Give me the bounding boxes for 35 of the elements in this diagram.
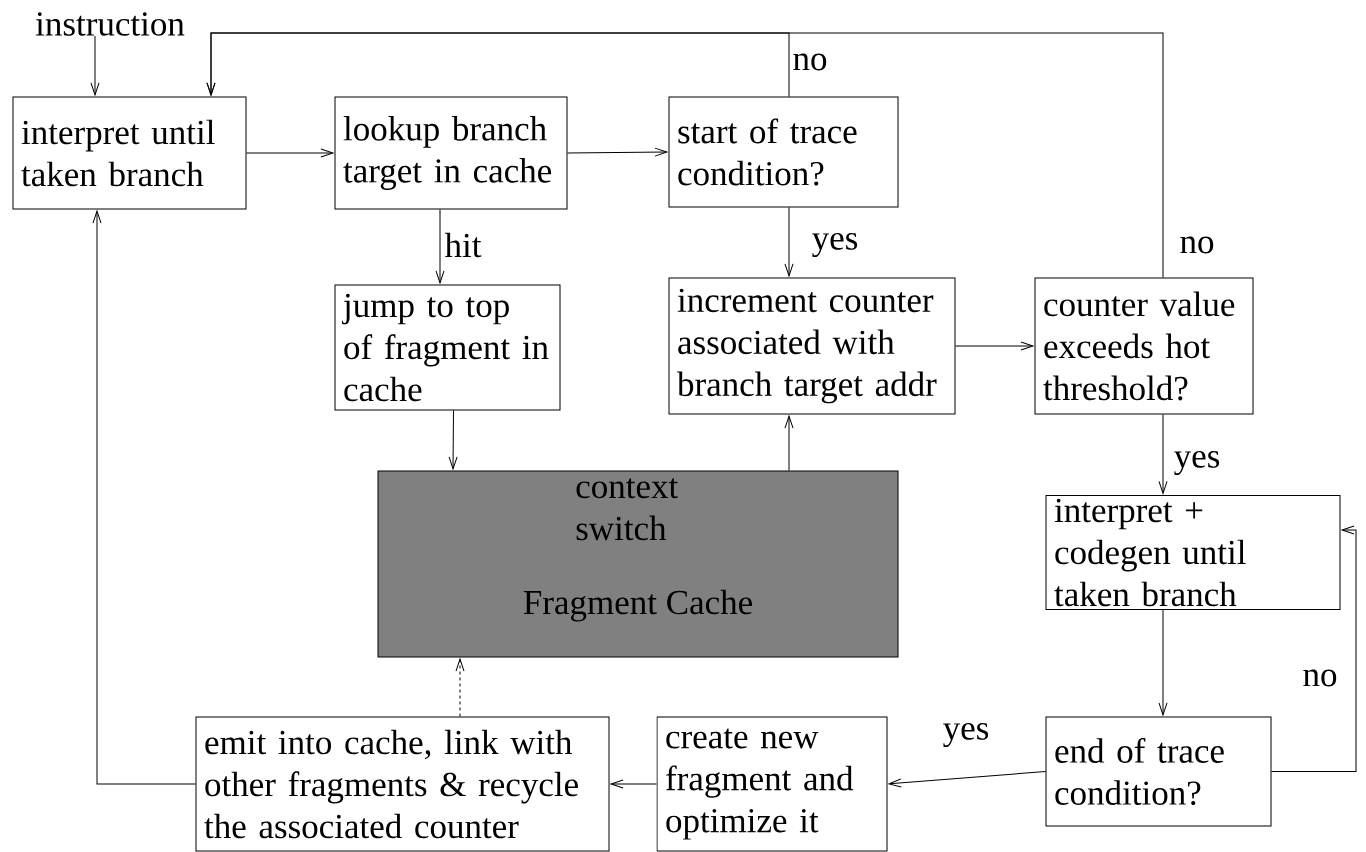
arrow [92, 210, 196, 785]
process-box: interpret until taken branch [12, 96, 247, 210]
edge-label: yes [940, 721, 992, 750]
edge-label: no [1300, 667, 1340, 689]
process-box: lookup branch target in cache [334, 96, 568, 210]
edge-label: yes [809, 231, 861, 260]
process-box: emit into cache, link with other fragments & recycle the associated counter [195, 716, 610, 852]
arrow [784, 207, 794, 277]
edge-label: no [1177, 234, 1217, 256]
arrow [435, 209, 445, 284]
arrow [567, 147, 668, 157]
arrow [90, 35, 100, 96]
arrow [610, 779, 657, 789]
edge-label: hit [442, 230, 484, 260]
process-box: start of trace condition? [668, 96, 899, 208]
process-box: jump to top of fragment in cache [334, 284, 561, 411]
arrow [1158, 414, 1168, 494]
arrow [206, 32, 1164, 278]
arrow [455, 658, 465, 717]
input-label: instruction [35, 12, 185, 36]
process-box: end of trace condition? [1045, 716, 1272, 827]
annotation-label: context switch [576, 478, 679, 541]
process-box: increment counter associated with branch target addr [668, 277, 956, 415]
process-box: counter value exceeds hot threshold? [1034, 277, 1254, 415]
process-box: create new fragment and optimize it [656, 716, 888, 852]
process-box: interpret + codegen until taken branch [1045, 494, 1341, 611]
arrow [246, 148, 334, 158]
arrow [888, 771, 1046, 788]
arrow [1158, 609, 1168, 716]
edge-label: yes [1171, 449, 1223, 478]
arrow [784, 415, 794, 471]
arrow [448, 410, 458, 470]
edge-label: no [790, 51, 830, 73]
arrow [955, 341, 1034, 351]
arrow [1271, 525, 1357, 772]
